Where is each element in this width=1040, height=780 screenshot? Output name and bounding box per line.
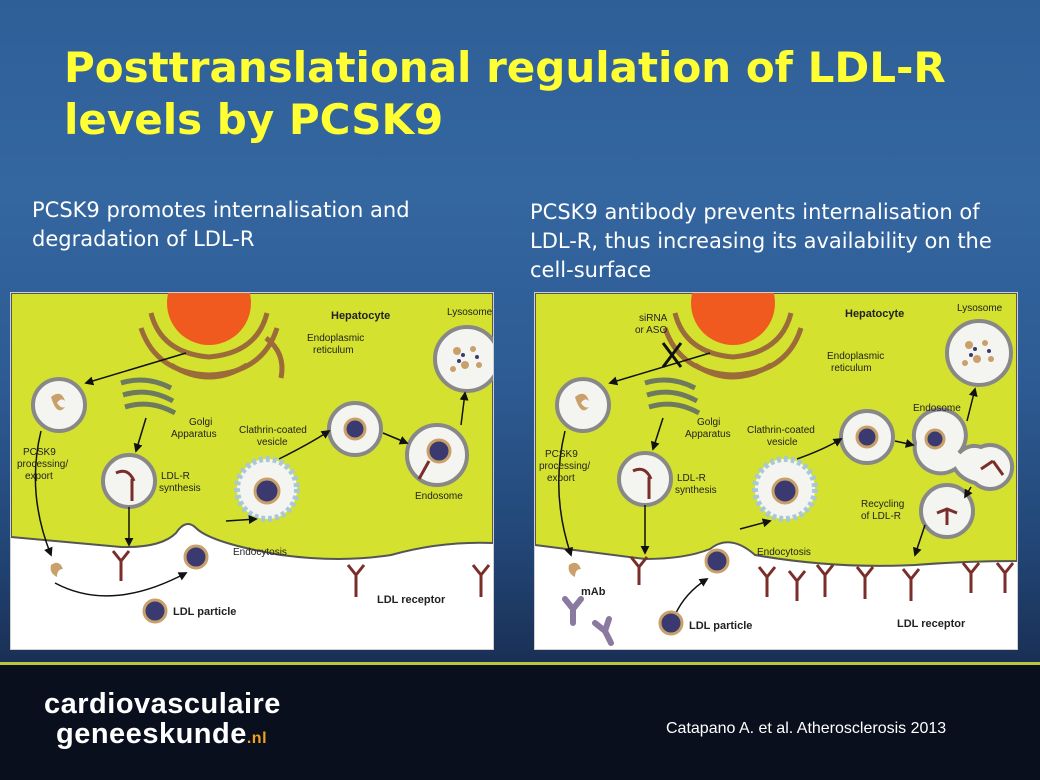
pcsk9-vesicle: [31, 377, 87, 433]
label-clathrin-1: Clathrin-coated: [747, 425, 815, 436]
label-pcsk9-2: processing/: [539, 461, 590, 472]
pathway-arrows: [558, 352, 978, 616]
golgi-apparatus: [644, 377, 701, 416]
ldl-receptors-membrane: [111, 550, 491, 597]
right-diagram: Hepatocyte Lysosome siRNA or ASO Endopla…: [535, 293, 1017, 646]
label-ldl-receptor: LDL receptor: [377, 594, 446, 606]
footer-divider: [0, 662, 1040, 665]
label-pcsk9-1: PCSK9: [23, 447, 56, 458]
label-lysosome: Lysosome: [957, 303, 1003, 314]
label-golgi-1: Golgi: [697, 417, 720, 428]
ldl-particle: [658, 610, 684, 636]
pcsk9-molecule: [568, 562, 581, 577]
nucleus: [167, 293, 251, 345]
logo-line1: cardiovasculaire: [44, 688, 281, 720]
label-ldlr-synth-1: LDL-R: [161, 471, 190, 482]
logo-word: geneeskunde: [56, 718, 247, 750]
left-diagram: Hepatocyte Lysosome Endoplasmic reticulu…: [11, 293, 493, 624]
label-endocytosis: Endocytosis: [233, 547, 287, 558]
label-golgi-2: Apparatus: [171, 429, 217, 440]
label-recycling-1: Recycling: [861, 499, 904, 510]
ldl-particle-pit: [183, 544, 209, 570]
right-caption: PCSK9 antibody prevents internalisation …: [530, 200, 992, 282]
ldlr-synthesis-vesicle: [617, 451, 673, 507]
label-ldl-receptor: LDL receptor: [897, 618, 966, 630]
label-er-1: Endoplasmic: [307, 333, 364, 344]
label-endosome: Endosome: [415, 491, 463, 502]
label-lysosome: Lysosome: [447, 307, 493, 318]
label-ldl-particle: LDL particle: [689, 620, 752, 632]
label-er-1: Endoplasmic: [827, 351, 884, 362]
label-ldlr-synth-2: synthesis: [675, 485, 717, 496]
left-caption: PCSK9 promotes internalisation and degra…: [32, 198, 410, 251]
label-clathrin-2: vesicle: [257, 437, 288, 448]
label-clathrin-1: Clathrin-coated: [239, 425, 307, 436]
label-hepatocyte: Hepatocyte: [331, 310, 390, 322]
label-pcsk9-1: PCSK9: [545, 449, 578, 460]
nucleus: [691, 293, 775, 345]
logo-suffix: .nl: [246, 730, 268, 747]
label-pcsk9-3: export: [25, 471, 53, 482]
label-ldl-particle: LDL particle: [173, 606, 236, 618]
label-pcsk9-3: export: [547, 473, 575, 484]
label-golgi-2: Apparatus: [685, 429, 731, 440]
lysosome: [945, 319, 1013, 387]
pcsk9-molecule: [50, 562, 63, 577]
label-hepatocyte: Hepatocyte: [845, 308, 904, 320]
ldl-receptors-membrane: [629, 556, 1015, 601]
logo-line2: geneeskunde.nl: [56, 718, 267, 751]
label-clathrin-2: vesicle: [767, 437, 798, 448]
right-diagram-panel: Hepatocyte Lysosome siRNA or ASO Endopla…: [534, 292, 1018, 650]
mab-antibody-icon: [562, 596, 614, 646]
label-sirna-2: or ASO: [635, 325, 667, 336]
label-er-2: reticulum: [313, 345, 354, 356]
left-diagram-panel: Hepatocyte Lysosome Endoplasmic reticulu…: [10, 292, 494, 650]
reference-citation: Catapano A. et al. Atherosclerosis 2013: [666, 720, 947, 737]
footer-bar: [0, 665, 1040, 780]
ldl-particle-pit: [704, 548, 730, 574]
label-ldlr-synth-1: LDL-R: [677, 473, 706, 484]
golgi-apparatus: [120, 377, 177, 416]
label-endocytosis: Endocytosis: [757, 547, 811, 558]
label-pcsk9-2: processing/: [17, 459, 68, 470]
label-mab: mAb: [581, 586, 606, 598]
label-golgi-1: Golgi: [189, 417, 212, 428]
lysosome: [433, 325, 493, 393]
pathway-arrows: [34, 352, 469, 597]
label-endosome: Endosome: [913, 403, 961, 414]
ldlr-synthesis-vesicle: [101, 453, 157, 509]
label-sirna-1: siRNA: [639, 313, 668, 324]
pcsk9-vesicle: [555, 377, 611, 433]
label-recycling-2: of LDL-R: [861, 511, 901, 522]
endoplasmic-reticulum: [662, 312, 804, 380]
endoplasmic-reticulum: [138, 312, 285, 380]
ldl-particle: [142, 598, 168, 624]
slide-title: Posttranslational regulation of LDL-R le…: [64, 43, 946, 144]
label-ldlr-synth-2: synthesis: [159, 483, 201, 494]
label-er-2: reticulum: [831, 363, 872, 374]
